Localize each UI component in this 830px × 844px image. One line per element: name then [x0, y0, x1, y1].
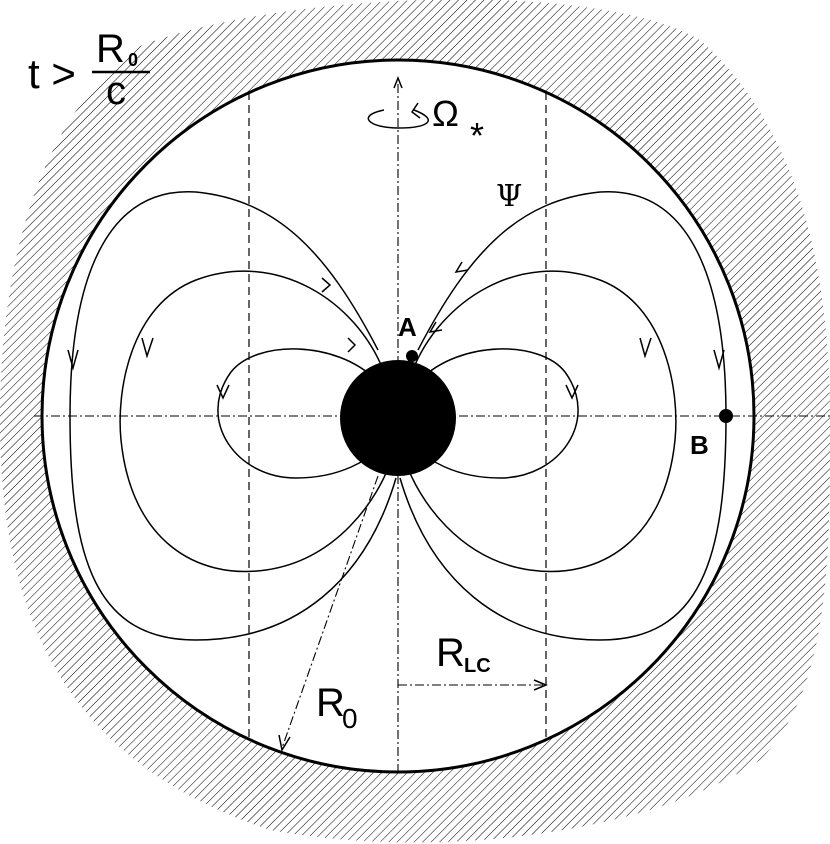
- neutron-star: [340, 360, 456, 476]
- flux-label: Ψ: [496, 179, 522, 214]
- point-b-label: B: [690, 430, 709, 460]
- radius-symbol: R: [316, 681, 345, 725]
- field-line-right-inner: [409, 348, 579, 479]
- light-cylinder-arrowhead: [533, 679, 548, 691]
- radius-line: [281, 475, 379, 749]
- rotation-axis-arrowhead: [393, 75, 403, 89]
- condition-numerator-sub: 0: [128, 50, 138, 70]
- field-line-left-inner: [217, 348, 387, 479]
- field-line-left-middle: [119, 270, 392, 573]
- field-line-left-outer: [69, 191, 397, 641]
- rotation-arrow: [367, 109, 429, 129]
- rotation-arrowhead: [410, 102, 421, 119]
- field-lines-left: [67, 191, 397, 641]
- condition-numerator: R: [96, 27, 125, 71]
- point-a-marker: [406, 350, 418, 362]
- condition-lhs: t >: [28, 50, 76, 97]
- radius-arrowhead: [278, 734, 291, 753]
- point-b-marker: [719, 409, 733, 423]
- radius-subscript: 0: [342, 703, 358, 734]
- rotation-subscript: *: [470, 115, 484, 156]
- time-condition: t > R 0 c: [28, 27, 150, 113]
- field-line-right-middle: [404, 270, 677, 573]
- field-arrowhead-right-upper: [454, 261, 469, 274]
- point-a-label: A: [398, 312, 417, 342]
- light-cylinder-subscript: LC: [464, 655, 491, 677]
- field-arrowhead-right-lower: [428, 321, 443, 334]
- light-cylinder-symbol: R: [436, 631, 465, 675]
- rotation-symbol: Ω: [432, 93, 459, 134]
- condition-denominator: c: [106, 69, 126, 113]
